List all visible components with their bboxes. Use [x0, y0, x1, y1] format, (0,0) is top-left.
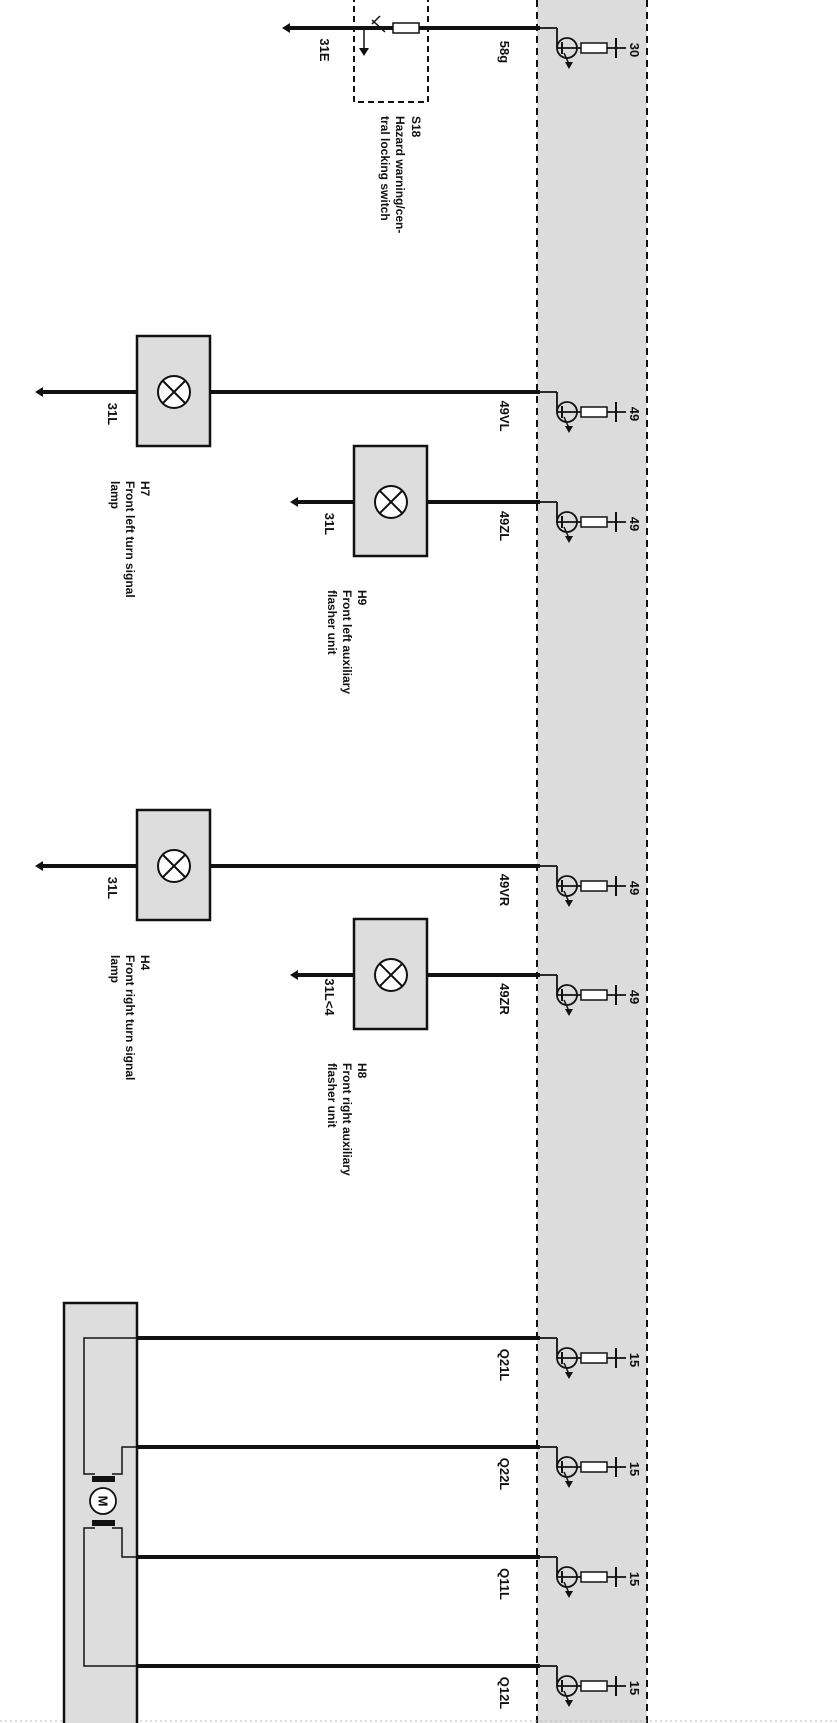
pin-label: 49	[627, 407, 642, 421]
switch-s18-housing	[353, 0, 429, 103]
motor-link-q22l	[112, 1446, 137, 1475]
lamp-ref: H7	[138, 481, 152, 497]
pin-label: 49	[627, 517, 642, 531]
wire-label: 49ZL	[497, 511, 512, 541]
lamp-caption-1: Front left auxiliary	[340, 590, 354, 694]
motor-link-q11l	[112, 1527, 137, 1558]
switch-s18-ref: S18	[409, 116, 423, 138]
pin-label: 15	[627, 1462, 642, 1476]
motor-brush-top	[92, 1476, 115, 1482]
lamp-cross	[379, 490, 403, 514]
ground-terminal	[35, 861, 43, 871]
motor-block: M	[62, 1301, 540, 1723]
lamp-caption-1: Front left turn signal	[123, 481, 137, 598]
label-58g: 58g	[497, 41, 512, 63]
motor-icon	[89, 1487, 117, 1515]
lamp-housing	[135, 334, 212, 448]
switch-s18-led-icon	[371, 15, 386, 33]
lamp-cross	[162, 380, 186, 404]
lamp-caption-2: flasher unit	[325, 590, 339, 655]
pin-label: 15	[627, 1353, 642, 1367]
motor-link-q21l	[83, 1337, 137, 1475]
wire-label: 49VR	[497, 874, 512, 907]
lamp-ref: H8	[355, 1063, 369, 1079]
lamp-caption-2: lamp	[108, 481, 122, 509]
lamp-cross	[162, 854, 186, 878]
ground-terminal	[290, 497, 298, 507]
ground-label: 31L	[322, 513, 337, 535]
switch-s18-caption-2: tral locking switch	[378, 116, 392, 221]
lamp-caption-2: lamp	[108, 955, 122, 983]
lamp-cross	[379, 963, 403, 987]
wire-label-q11l: Q11L	[497, 1568, 512, 1600]
ground-label: 31L<4	[322, 978, 337, 1016]
motor-brush-bottom	[92, 1520, 115, 1526]
ground-terminal-31e	[282, 23, 290, 33]
lamp-ref: H4	[138, 955, 152, 971]
pin-label: 15	[627, 1681, 642, 1695]
ground-terminal	[35, 387, 43, 397]
wire-label: 49VL	[497, 400, 512, 431]
lamp-ref: H9	[355, 590, 369, 606]
driver-stages: Q21L Q22L Q11L Q12L 30 49 49 49 49 15 15 15 15	[497, 27, 642, 1710]
wire-label: 49ZR	[497, 983, 512, 1015]
switch-s18-caption-1: Hazard warning/cen-	[393, 116, 407, 233]
ground-label: 31L	[105, 403, 120, 425]
ground-label: 31L	[105, 877, 120, 899]
pin-label: 15	[627, 1572, 642, 1586]
control-module-area	[537, 0, 647, 1723]
label-31e: 31E	[317, 38, 332, 61]
motor-symbol: M	[96, 1496, 111, 1507]
motor-link-q12l	[83, 1527, 137, 1667]
pin-label: 30	[627, 43, 642, 57]
lamp-caption-2: flasher unit	[325, 1063, 339, 1128]
wire-label-q12l: Q12L	[497, 1677, 512, 1710]
switch-s18-arrow-icon	[359, 48, 369, 56]
lamp-caption-1: Front right turn signal	[123, 955, 137, 1080]
wire-label-q21l: Q21L	[497, 1349, 512, 1382]
wire-label-q22l: Q22L	[497, 1458, 512, 1491]
pin-label: 49	[627, 990, 642, 1004]
switch-s18: 31E 58g S18 Hazard warning/cen- tral loc…	[282, 0, 540, 233]
switch-s18-resistor	[392, 22, 420, 34]
lamp-caption-1: Front right auxiliary	[340, 1063, 354, 1176]
pin-label: 49	[627, 881, 642, 895]
ground-terminal	[290, 970, 298, 980]
